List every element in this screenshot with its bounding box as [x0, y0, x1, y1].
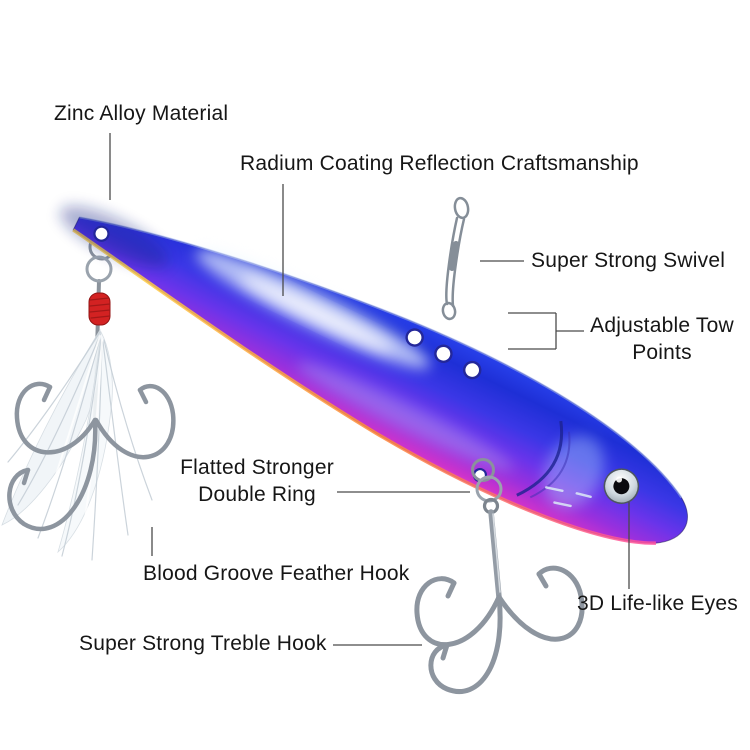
feather-treble-hook [1, 233, 176, 561]
bottom-treble-hook [414, 458, 585, 694]
leader-lines [109, 133, 630, 646]
label-double-ring-line1: Flatted Stronger [180, 456, 334, 479]
label-feather-hook: Blood Groove Feather Hook [143, 562, 410, 585]
label-double-ring: Flatted Stronger Double Ring [172, 454, 342, 508]
label-zinc-alloy: Zinc Alloy Material [54, 102, 229, 125]
label-treble-hook: Super Strong Treble Hook [79, 632, 327, 655]
label-tow-points: Adjustable Tow Points [586, 312, 738, 366]
red-thread-wrap [88, 292, 111, 326]
lure-eye [603, 468, 640, 504]
label-tow-points-line2: Points [632, 341, 692, 364]
label-tow-points-line1: Adjustable Tow [590, 314, 734, 337]
tow-point-holes [405, 328, 482, 380]
gill-lines [516, 420, 571, 499]
label-double-ring-line2: Double Ring [198, 483, 316, 506]
lure-body [59, 205, 688, 545]
treble-hook-prongs [414, 565, 585, 694]
swivel [441, 196, 470, 321]
leader-tow-points [508, 312, 584, 350]
label-eyes: 3D Life-like Eyes [577, 592, 738, 615]
label-swivel: Super Strong Swivel [531, 249, 726, 272]
feather-hook-prongs [7, 381, 176, 532]
scale-marks [545, 486, 592, 508]
label-radium-coating: Radium Coating Reflection Craftsmanship [240, 152, 639, 175]
tail-hole [93, 225, 110, 242]
rainbow-belly-edge [72, 228, 656, 545]
